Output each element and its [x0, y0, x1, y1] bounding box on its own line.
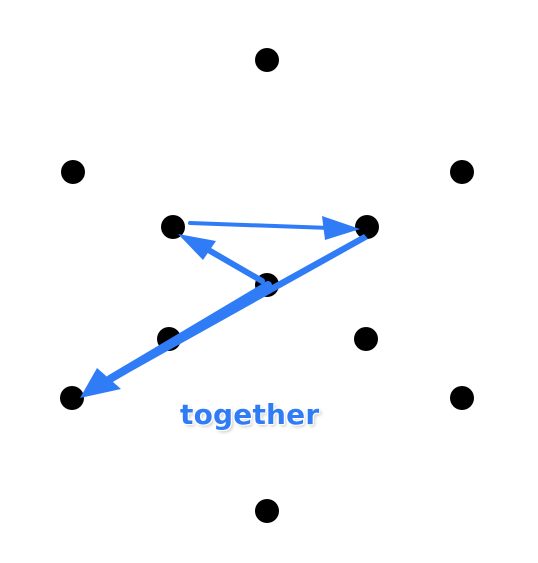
- dot-bottom: [255, 499, 279, 523]
- dot-top: [255, 48, 279, 72]
- dot-lower-left: [60, 386, 84, 410]
- dot-upper-right: [450, 160, 474, 184]
- dot-upper-left: [61, 160, 85, 184]
- arrow-upper-right-to-lower-left: [80, 234, 368, 398]
- dot-inner-upper-right: [355, 215, 379, 239]
- arrow-top-right: [188, 216, 360, 240]
- arrow-center-to-upper-left: [178, 234, 265, 284]
- dot-lower-right: [450, 386, 474, 410]
- caption-label: together: [180, 398, 320, 431]
- dot-inner-lower-right: [354, 327, 378, 351]
- dot-inner-upper-left: [161, 215, 185, 239]
